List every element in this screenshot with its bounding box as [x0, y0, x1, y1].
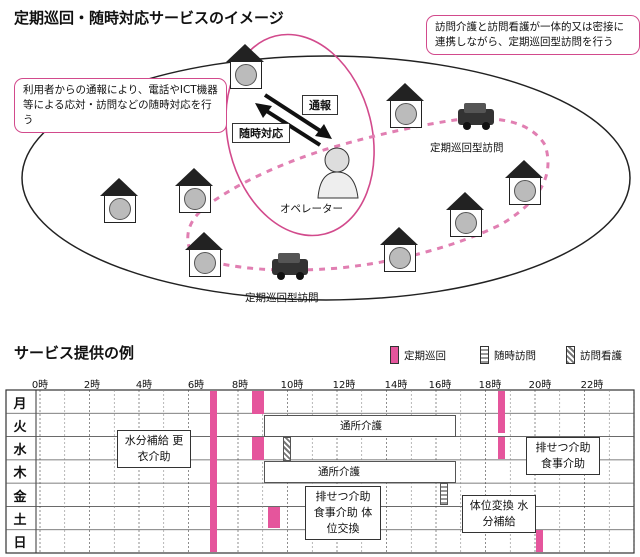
note-water-change: 水分補給 更衣介助 [117, 430, 191, 468]
time-label: 4時 [135, 380, 153, 391]
time-label: 6時 [187, 380, 205, 391]
time-label: 8時 [231, 380, 249, 391]
legend-swatch-nursing [566, 346, 575, 364]
day-label: 月 [13, 397, 27, 412]
legend-swatch-ondemand [480, 346, 489, 364]
day-label: 火 [13, 420, 27, 435]
day-label: 土 [13, 513, 27, 528]
time-label: 14時 [384, 380, 408, 391]
house-icon [386, 83, 424, 128]
periodic-bar [268, 507, 280, 528]
legend-label-ondemand: 随時訪問 [494, 350, 536, 362]
label-report: 通報 [302, 95, 338, 115]
house-icon [226, 44, 264, 89]
day-care-bar [264, 461, 456, 483]
diagram-graphics [21, 33, 631, 301]
time-label: 2時 [83, 380, 101, 391]
label-response: 随時対応 [232, 123, 290, 143]
arrow-report [263, 108, 322, 147]
day-label: 水 [13, 443, 27, 458]
house-icon [185, 232, 223, 277]
time-label: 10時 [280, 380, 304, 391]
day-label: 金 [13, 490, 27, 505]
diagram-title: 定期巡回・随時対応サービスのイメージ [14, 9, 284, 27]
day-label: 木 [13, 466, 27, 481]
house-icon [505, 160, 543, 205]
time-label: 0時 [31, 380, 49, 391]
callout-periodic: 訪問介護と訪問看護が一体的又は密接に連携しながら、定期巡回型訪問を行う [426, 15, 640, 55]
time-label: 12時 [332, 380, 356, 391]
day-care-label-thu: 通所介護 [318, 466, 360, 478]
nursing-bar [283, 437, 291, 461]
periodic-bar [498, 437, 505, 459]
operator-ellipse [225, 33, 375, 237]
periodic-bar [536, 530, 543, 552]
time-label: 16時 [428, 380, 452, 391]
note-turn-water: 体位変換 水分補給 [462, 495, 536, 533]
service-area-ellipse [21, 55, 631, 301]
label-visit-top: 定期巡回型訪問 [430, 142, 504, 154]
time-label: 22時 [580, 380, 604, 391]
label-operator: オペレーター [280, 203, 343, 215]
day-label: 日 [13, 536, 27, 551]
legend-label-nursing: 訪問看護 [580, 350, 622, 362]
periodic-bar-morning [210, 391, 217, 552]
note-toilet-meal: 排せつ介助 食事介助 [526, 437, 600, 475]
car-icon [458, 103, 494, 130]
legend-swatch-periodic [390, 346, 399, 364]
visit-route [186, 116, 550, 272]
periodic-bar [252, 437, 264, 460]
time-label: 20時 [528, 380, 552, 391]
day-care-label-tue: 通所介護 [340, 420, 382, 432]
callout-on-demand: 利用者からの通報により、電話やICT機器等による応対・訪問などの随時対応を行う [14, 78, 227, 133]
on-demand-bar [440, 483, 448, 505]
time-label: 18時 [478, 380, 502, 391]
note-toilet-meal-change: 排せつ介助 食事介助 体位交換 [305, 486, 381, 540]
day-care-bar [264, 415, 456, 437]
car-icon [272, 253, 308, 280]
house-icon [100, 178, 138, 223]
label-visit-bottom: 定期巡回型訪問 [245, 292, 319, 304]
house-icon [175, 168, 213, 213]
arrow-response [263, 93, 324, 134]
house-icon [446, 192, 484, 237]
legend-label-periodic: 定期巡回 [404, 350, 446, 362]
periodic-bar [252, 391, 264, 414]
operator-figure [324, 147, 350, 173]
schedule-title: サービス提供の例 [14, 344, 135, 362]
house-icon [380, 227, 418, 272]
periodic-bar [498, 391, 505, 433]
